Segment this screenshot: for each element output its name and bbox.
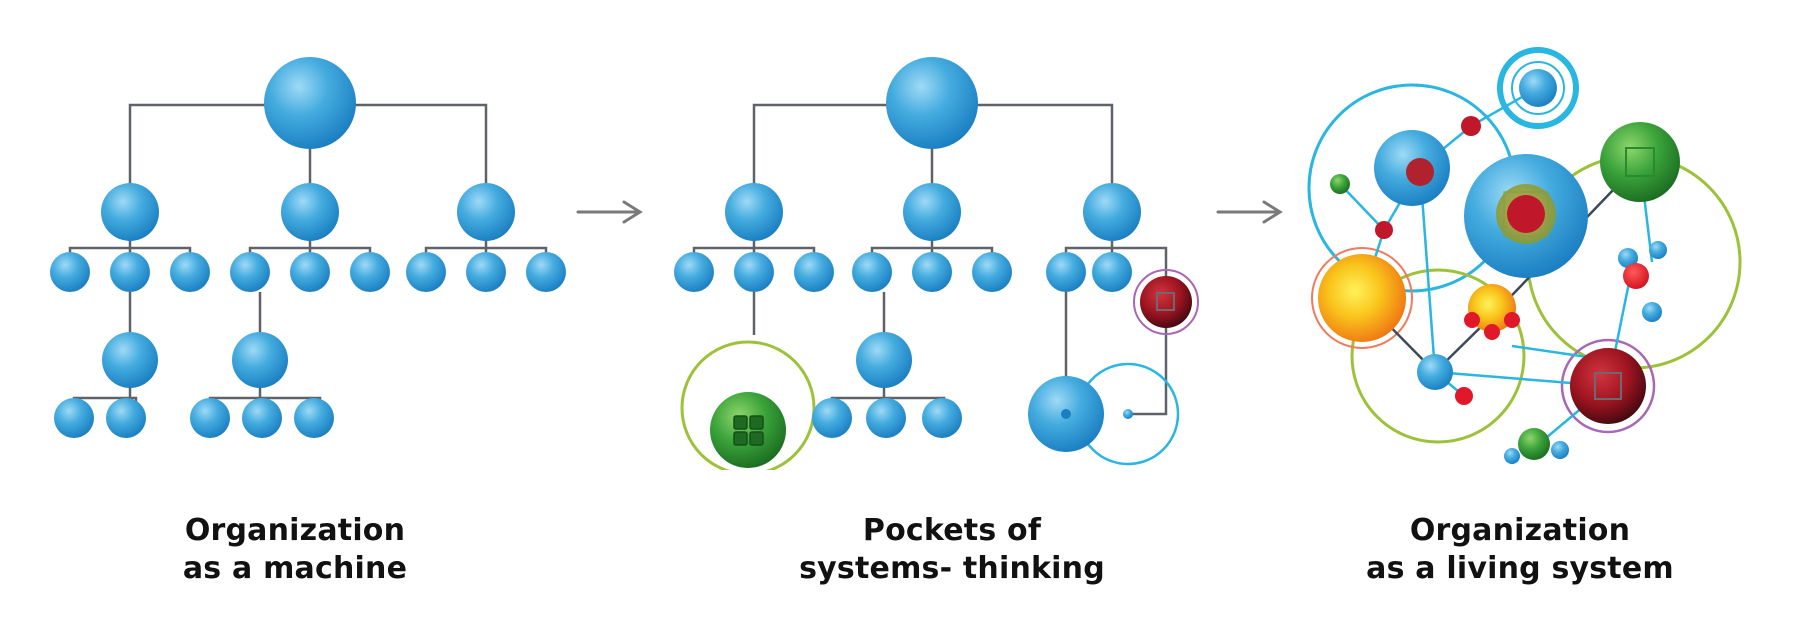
- red-pocket-node: [1140, 276, 1192, 328]
- pockets-nodes: [674, 57, 1141, 452]
- living-system-network: [1307, 47, 1742, 464]
- caption-pockets-of-systems-thinking: Pockets of systems- thinking: [722, 512, 1182, 588]
- hierarchy-nodes: [50, 57, 566, 438]
- network-nodes: [1318, 69, 1680, 464]
- caption-line-1: Organization: [1409, 513, 1631, 548]
- pocket-ring-green: [680, 340, 816, 470]
- caption-line-2: as a machine: [182, 551, 408, 586]
- caption-organization-as-living-system: Organization as a living system: [1290, 512, 1750, 588]
- caption-line-1: Pockets of: [862, 513, 1042, 548]
- caption-line-2: as a living system: [1366, 551, 1674, 586]
- machine-hierarchy: [50, 57, 566, 438]
- transition-arrow-1: [576, 200, 643, 224]
- pocket-ring-purple: [1133, 269, 1199, 335]
- green-pocket-node: [710, 392, 786, 468]
- caption-line-2: systems- thinking: [799, 551, 1105, 586]
- caption-organization-as-machine: Organization as a machine: [65, 512, 525, 588]
- transition-arrow-2: [1216, 200, 1283, 224]
- organization-evolution-diagram: [50, 47, 1742, 470]
- pockets-hierarchy: [674, 57, 1199, 470]
- node-dot: [1061, 409, 1071, 419]
- caption-line-1: Organization: [184, 513, 406, 548]
